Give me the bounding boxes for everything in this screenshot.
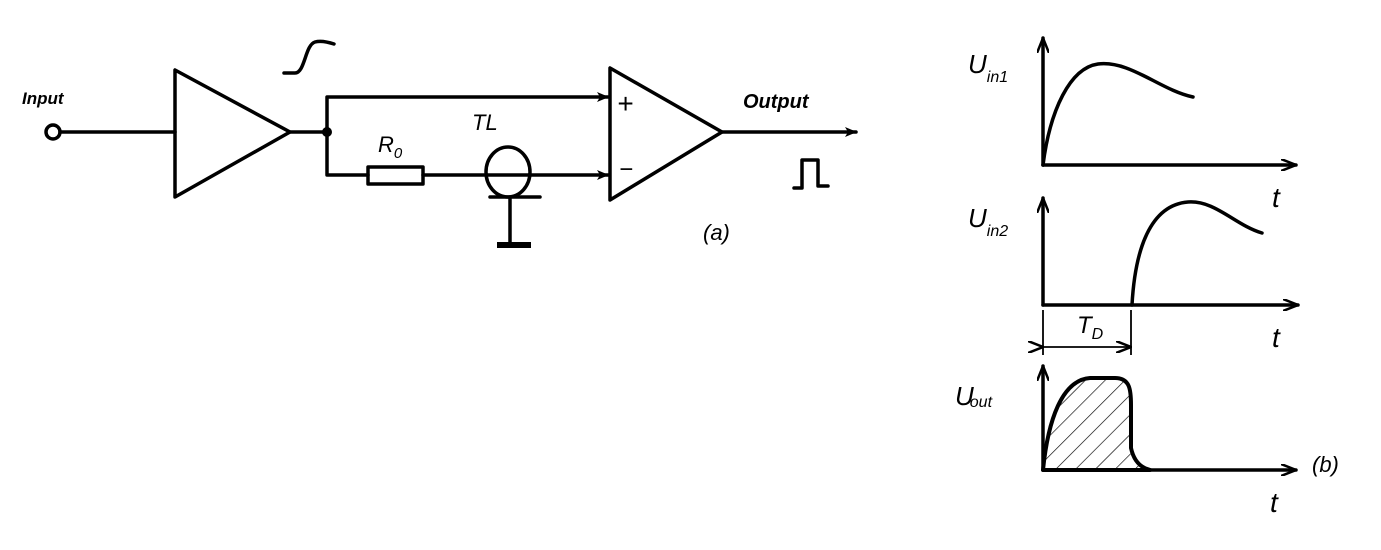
uin1-t-label: t	[1272, 182, 1281, 213]
comparator-triangle	[608, 66, 724, 202]
direct-path-wire	[325, 92, 610, 134]
waveform-plots: Uin1 t Uin2 t TD Uout t (b)	[955, 36, 1339, 518]
tl-label: TL	[472, 110, 498, 135]
amplifier-triangle	[173, 68, 292, 199]
input-terminal	[44, 123, 62, 141]
uin1-label: Uin1	[968, 49, 1008, 86]
uout-pulse-shaded	[1041, 376, 1152, 472]
uin2-t-label: t	[1272, 322, 1281, 353]
minus-input-sign: −	[619, 156, 633, 183]
uin1-curve	[1041, 61, 1195, 167]
resistor-r0	[366, 165, 425, 186]
uout-label: Uout	[955, 381, 993, 411]
rising-edge-glyph	[282, 39, 336, 75]
output-label: Output	[743, 91, 810, 113]
panel-a-label: (a)	[703, 220, 730, 245]
uout-t-label: t	[1270, 487, 1279, 518]
panel-b-label: (b)	[1312, 452, 1339, 477]
delay-label: TD	[1077, 312, 1104, 343]
pulse-glyph	[792, 158, 830, 190]
input-label: Input	[22, 89, 65, 108]
delay-path-wire	[325, 130, 370, 177]
plus-input-sign: +	[617, 88, 633, 119]
transmission-line-symbol	[484, 145, 532, 199]
resistor-label: R0	[378, 132, 403, 162]
uin2-label: Uin2	[968, 203, 1008, 240]
uin2-curve	[1130, 200, 1264, 307]
circuit-schematic: Input R0 TL + − Output (a)	[22, 39, 858, 248]
